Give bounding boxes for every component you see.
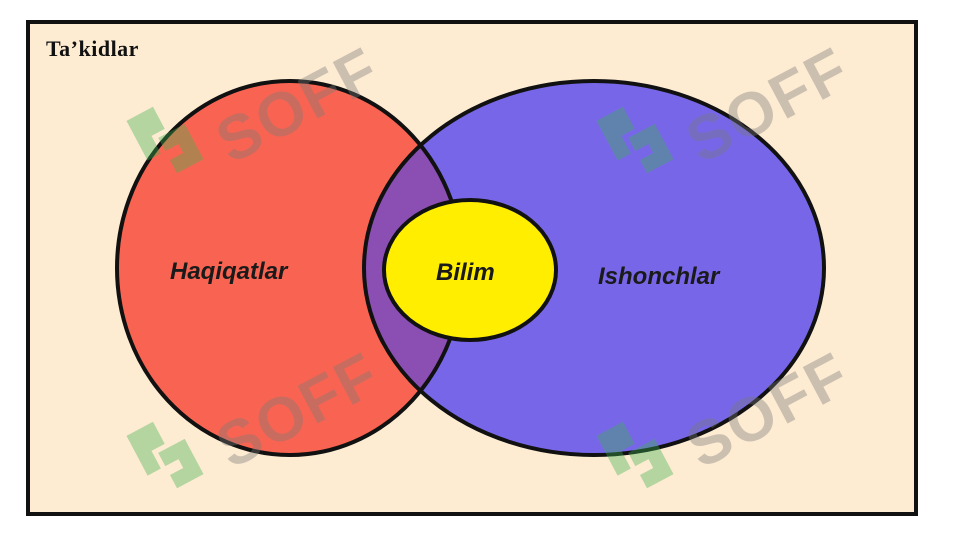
right-circle-outline — [362, 79, 826, 457]
region-label-right: Ishonchlar — [598, 263, 720, 290]
center-circle — [382, 198, 558, 342]
watermark-logo-icon — [126, 106, 204, 174]
watermark-logo-icon — [126, 421, 204, 489]
watermark-logo-icon — [596, 106, 674, 174]
region-label-center: Bilim — [436, 259, 495, 286]
region-label-left: Haqiqatlar — [170, 258, 288, 285]
left-circle — [117, 81, 463, 455]
right-circle — [364, 81, 824, 455]
watermark-logo-icon — [596, 421, 674, 489]
diagram-title: Ta’kidlar — [46, 36, 139, 61]
